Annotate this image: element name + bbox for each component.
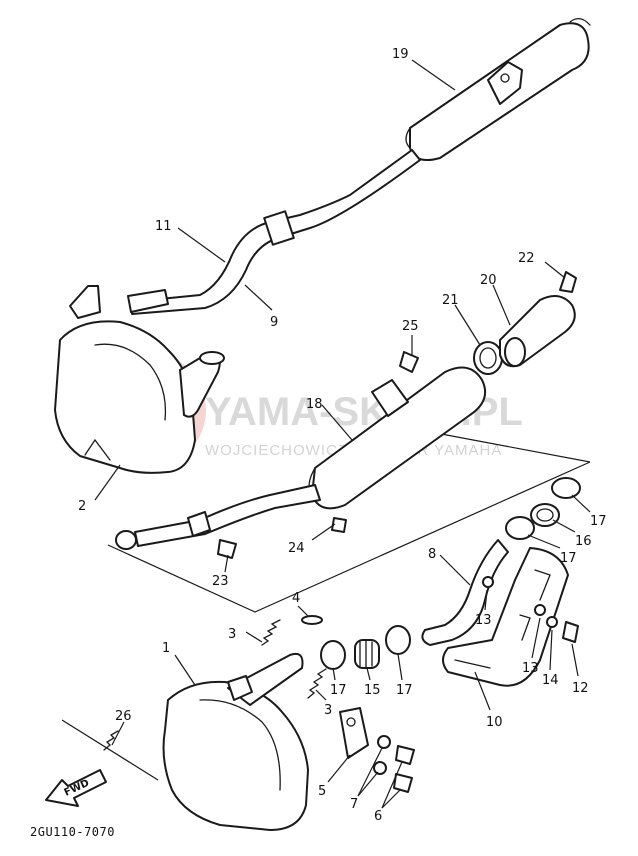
drawing-id: 2GU110-7070 xyxy=(30,825,115,839)
callout-14: 14 xyxy=(542,673,559,688)
part-2-chamber-upper xyxy=(54,320,225,474)
callout-5: 5 xyxy=(318,784,326,799)
callout-17-c: 17 xyxy=(330,683,347,698)
callout-8: 8 xyxy=(428,547,436,562)
part-7-washer-b xyxy=(373,761,387,775)
callout-16: 16 xyxy=(575,534,592,549)
callout-2: 2 xyxy=(78,499,86,514)
callout-3-b: 3 xyxy=(324,703,332,718)
callout-12: 12 xyxy=(572,681,589,696)
part-18-silencer-lower xyxy=(308,366,486,510)
part-20-endcap-inlet xyxy=(504,337,526,367)
chamber-upper-ring xyxy=(199,351,225,365)
part-16-17-clamps-right xyxy=(505,477,581,540)
part-1-chamber-lower xyxy=(162,652,309,831)
fwd-arrow: FWD xyxy=(45,769,107,807)
part-17-clamp-b xyxy=(505,516,535,540)
part-lower-tailpipe xyxy=(115,484,321,550)
kit-frame-right-line xyxy=(419,429,591,463)
tailpipe-end xyxy=(115,530,137,550)
part-22-bolt xyxy=(559,271,577,293)
part-21-gasket xyxy=(473,341,503,375)
callout-13-b: 13 xyxy=(522,661,539,676)
part-16-sleeve xyxy=(530,503,560,527)
part-17-clamp-d xyxy=(385,625,411,655)
part-9-11-upper-pipe xyxy=(69,149,421,319)
part-15-joint xyxy=(354,639,380,669)
callout-10: 10 xyxy=(486,715,503,730)
kit-frame-lower-line xyxy=(107,461,591,613)
callout-26: 26 xyxy=(115,709,132,724)
part-3-spring-a xyxy=(261,619,281,646)
silencer-bracket xyxy=(487,61,523,105)
callout-15: 15 xyxy=(364,683,381,698)
part-12-bolt xyxy=(562,621,579,643)
callouts: 19 11 9 2 22 20 21 25 18 24 23 17 16 17 … xyxy=(78,47,607,824)
callout-18: 18 xyxy=(306,397,323,412)
callout-7: 7 xyxy=(350,797,358,812)
kit-frame xyxy=(107,429,591,613)
callout-9: 9 xyxy=(270,315,278,330)
part-6-bolt-a xyxy=(395,745,415,765)
upper-pipe-joint xyxy=(263,210,295,246)
callout-6: 6 xyxy=(374,809,382,824)
callout-17-d: 17 xyxy=(396,683,413,698)
tailpipe-clamp xyxy=(187,511,211,537)
part-5-6-7-bracket xyxy=(339,707,415,793)
part-13-washer-a xyxy=(482,576,494,588)
callout-20: 20 xyxy=(480,273,497,288)
part-20-21-22-endcap xyxy=(473,271,577,375)
upper-pipe-end-bracket xyxy=(69,285,101,319)
part-5-bracket xyxy=(339,707,369,759)
callout-11: 11 xyxy=(155,219,172,234)
part-17-clamp-c xyxy=(320,640,346,670)
part-4-oring xyxy=(301,615,323,625)
callout-17-b: 17 xyxy=(560,551,577,566)
callout-23: 23 xyxy=(212,574,229,589)
part-10-heat-guard xyxy=(442,547,569,687)
callout-22: 22 xyxy=(518,251,535,266)
strap-line xyxy=(61,719,159,781)
callout-4: 4 xyxy=(292,591,300,606)
callout-24: 24 xyxy=(288,541,305,556)
part-15-17-clamps-mid xyxy=(320,625,411,670)
callout-13-a: 13 xyxy=(475,613,492,628)
callout-19: 19 xyxy=(392,47,409,62)
part-7-washer-a xyxy=(377,735,391,749)
part-3-spring-b xyxy=(307,668,327,699)
lower-silencer-bracket xyxy=(371,379,409,417)
part-6-bolt-b xyxy=(393,773,413,793)
part-25-bolt xyxy=(399,351,419,373)
strap-spring xyxy=(103,730,119,751)
part-23-bolt xyxy=(217,539,237,559)
bolts-23-24-25 xyxy=(217,351,419,559)
callout-3-a: 3 xyxy=(228,627,236,642)
callout-21: 21 xyxy=(442,293,459,308)
callout-1: 1 xyxy=(162,641,170,656)
part-26-strap xyxy=(61,719,159,781)
chamber-lower-bracket xyxy=(227,675,253,701)
part-13-washer-b xyxy=(534,604,546,616)
part-19-silencer-upper xyxy=(405,18,591,161)
upper-pipe-clamp xyxy=(127,289,169,313)
part-3-4-springs xyxy=(261,615,327,699)
callout-17-a: 17 xyxy=(590,514,607,529)
leader-lines xyxy=(94,59,591,809)
part-14-washer xyxy=(546,616,558,628)
callout-25: 25 xyxy=(402,319,419,334)
part-17-clamp-a xyxy=(551,477,581,499)
part-12-13-14-hardware xyxy=(482,576,579,643)
